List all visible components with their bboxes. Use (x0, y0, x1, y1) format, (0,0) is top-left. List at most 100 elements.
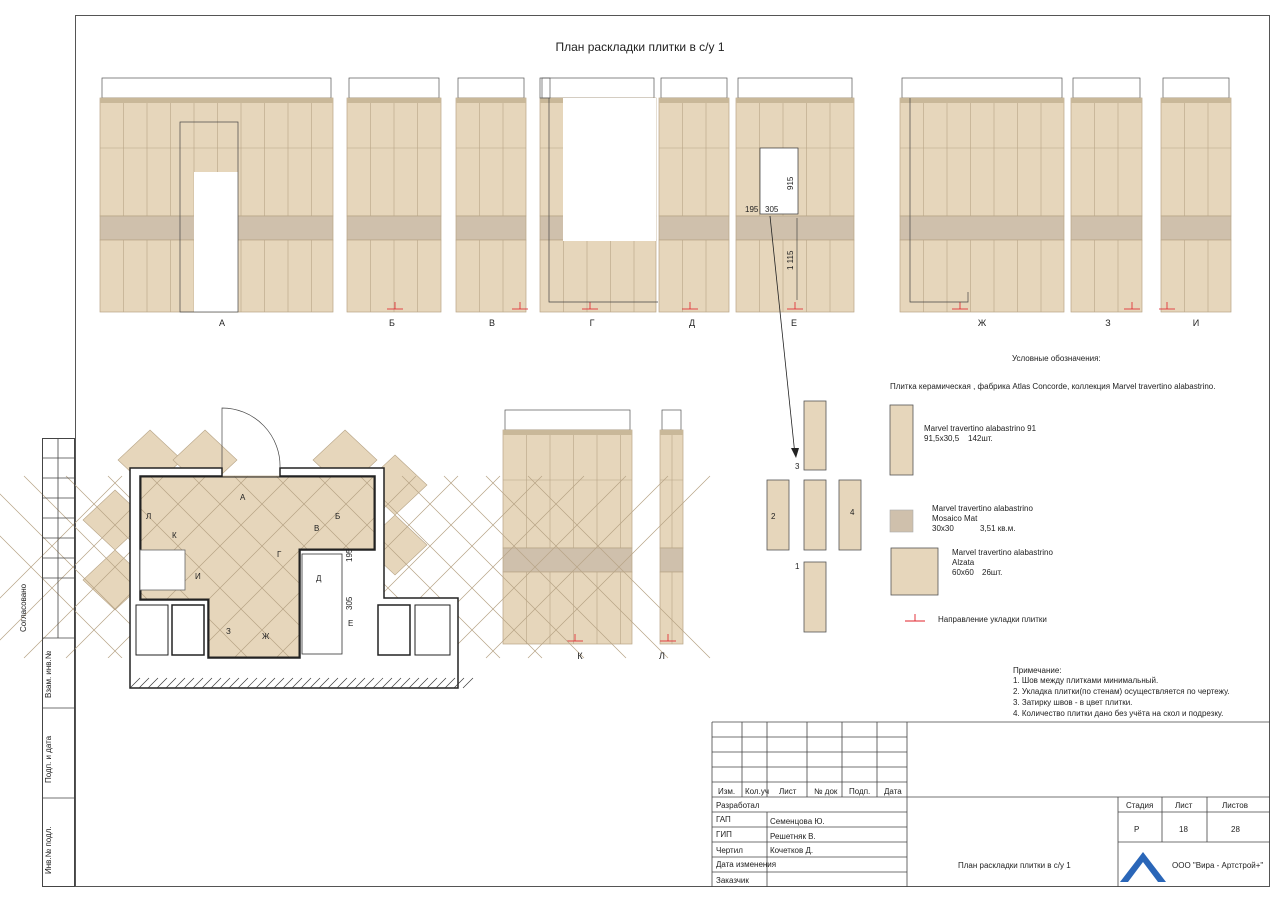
piece-4 (838, 479, 862, 551)
dim-195: 195 (745, 205, 759, 214)
callout-arrow (769, 215, 796, 456)
stamp-role-3: ГИП (716, 830, 732, 839)
piece-num-4: 4 (850, 508, 855, 517)
floor-plan (0, 407, 711, 698)
wall-l-elevation (659, 409, 684, 645)
side-inv: Взам. инв.№ (44, 650, 53, 698)
legend-item3-qty: 26шт. (982, 568, 1003, 577)
legend-item2-name: Marvel travertino alabastrino (932, 504, 1033, 513)
legend-subheading: Плитка керамическая , фабрика Atlas Conc… (890, 382, 1216, 391)
stamp-h-list: Лист (779, 787, 797, 796)
plan-label-g: Г (277, 550, 282, 559)
wall-label-l: Л (659, 651, 665, 661)
legend-item2-sub: Mosaico Mat (932, 514, 978, 523)
plan-label-k: К (172, 531, 177, 540)
stamp-name-1: Семенцова Ю. (770, 817, 825, 826)
side-sign: Подп. и дата (44, 735, 53, 783)
wall-label-i: И (1192, 318, 1200, 328)
wall-zh-elevation (899, 77, 1065, 313)
dim-305: 305 (765, 205, 779, 214)
wall-d-elevation (658, 77, 730, 313)
legend-item1-size: 91,5x30,5 (924, 434, 960, 443)
stamp-role-2: ГАП (716, 815, 731, 824)
stamp-sheets-h: Листов (1222, 801, 1248, 810)
stamp-h-izm: Изм. (718, 787, 736, 796)
stamp-h-data: Дата (884, 787, 902, 796)
stamp-role-4: Чертил (716, 846, 743, 855)
stamp-role-6: Заказчик (716, 876, 749, 885)
page-title: План раскладки плитки в с/у 1 (555, 40, 725, 54)
stamp-role-5: Дата изменения (716, 860, 777, 869)
side-column-grid (42, 438, 75, 799)
dim-915: 915 (786, 176, 795, 190)
piece-1 (803, 561, 827, 633)
plan-dim-305: 305 (345, 596, 354, 610)
note-2: 2. Укладка плитки(по стенам) осуществляе… (1013, 687, 1230, 696)
legend-item2-qty: 3,51 кв.м. (980, 524, 1016, 533)
legend-swatch-alzata (890, 547, 939, 596)
side-invno: Инв.№ подл. (44, 826, 53, 874)
piece-3 (803, 400, 827, 471)
wall-label-k: К (577, 651, 583, 661)
legend-item3-sub: Alzata (952, 558, 975, 567)
wall-label-e: Е (790, 318, 797, 328)
wall-b-elevation (346, 77, 442, 313)
piece-center (803, 479, 827, 551)
legend-item3-name: Marvel travertino alabastrino (952, 548, 1053, 557)
plan-label-a: А (240, 493, 246, 502)
plan-label-b: Б (335, 512, 341, 521)
title-block (711, 721, 1270, 887)
drawing-frame (75, 15, 1270, 887)
stamp-doc-title: План раскладки плитки в с/у 1 (958, 861, 1071, 870)
stamp-name-3: Кочетков Д. (770, 846, 814, 855)
legend-swatch-tile (889, 404, 914, 476)
piece-num-1: 1 (795, 562, 800, 571)
note-1: 1. Шов между плитками минимальный. (1013, 676, 1159, 685)
legend-item2-size: 30x30 (932, 524, 954, 533)
wall-k-elevation (502, 409, 633, 645)
wall-label-d: Д (688, 318, 696, 328)
legend-heading: Условные обозначения: (1012, 354, 1101, 363)
plan-label-e: Е (348, 619, 354, 628)
stamp-name-2: Решетняк В. (770, 832, 816, 841)
wall-a-elevation (99, 77, 334, 313)
piece-2 (766, 479, 790, 551)
wall-label-z: З (1105, 318, 1111, 328)
note-3: 3. Затирку швов - в цвет плитки. (1013, 698, 1133, 707)
stamp-role-1: Разработал (716, 801, 760, 810)
piece-num-3: 3 (795, 462, 800, 471)
plan-dim-195: 195 (345, 548, 354, 562)
stamp-stage-h: Стадия (1126, 801, 1154, 810)
wall-v-elevation (455, 77, 528, 313)
side-approval-column (42, 438, 75, 887)
company-logo-inner (1128, 862, 1158, 882)
wall-label-b: Б (389, 318, 395, 328)
stamp-stage: Р (1134, 825, 1140, 834)
callout-arrowhead (791, 448, 799, 458)
stamp-sheets: 28 (1231, 825, 1240, 834)
plan-label-i: И (195, 572, 201, 581)
legend-item3-size: 60x60 (952, 568, 974, 577)
wall-label-zh: Ж (977, 318, 987, 328)
stamp-sheet: 18 (1179, 825, 1188, 834)
plan-label-v: В (314, 524, 320, 533)
plan-label-d: Д (316, 574, 322, 583)
wall-label-v: В (488, 318, 495, 328)
stamp-h-kol: Кол.уч (745, 787, 769, 796)
wall-e-elevation (735, 77, 855, 313)
wall-z-elevation (1070, 77, 1143, 313)
stamp-h-doc: № док (814, 787, 838, 796)
wall-label-a: А (218, 318, 225, 328)
stamp-company: ООО "Вира - Артстрой+" (1172, 861, 1264, 870)
piece-num-2: 2 (771, 512, 776, 521)
legend-item1-qty: 142шт. (968, 434, 993, 443)
legend-swatch-mosaic (889, 509, 914, 533)
wall-label-g: Г (589, 318, 595, 328)
stamp-sheet-h: Лист (1175, 801, 1193, 810)
note-4: 4. Количество плитки дано без учёта на с… (1013, 709, 1224, 718)
wall-g-elevation (539, 77, 658, 313)
plan-label-l: Л (146, 512, 152, 521)
legend-direction: Направление укладки плитки (938, 615, 1047, 624)
stamp-h-podp: Подп. (849, 787, 871, 796)
